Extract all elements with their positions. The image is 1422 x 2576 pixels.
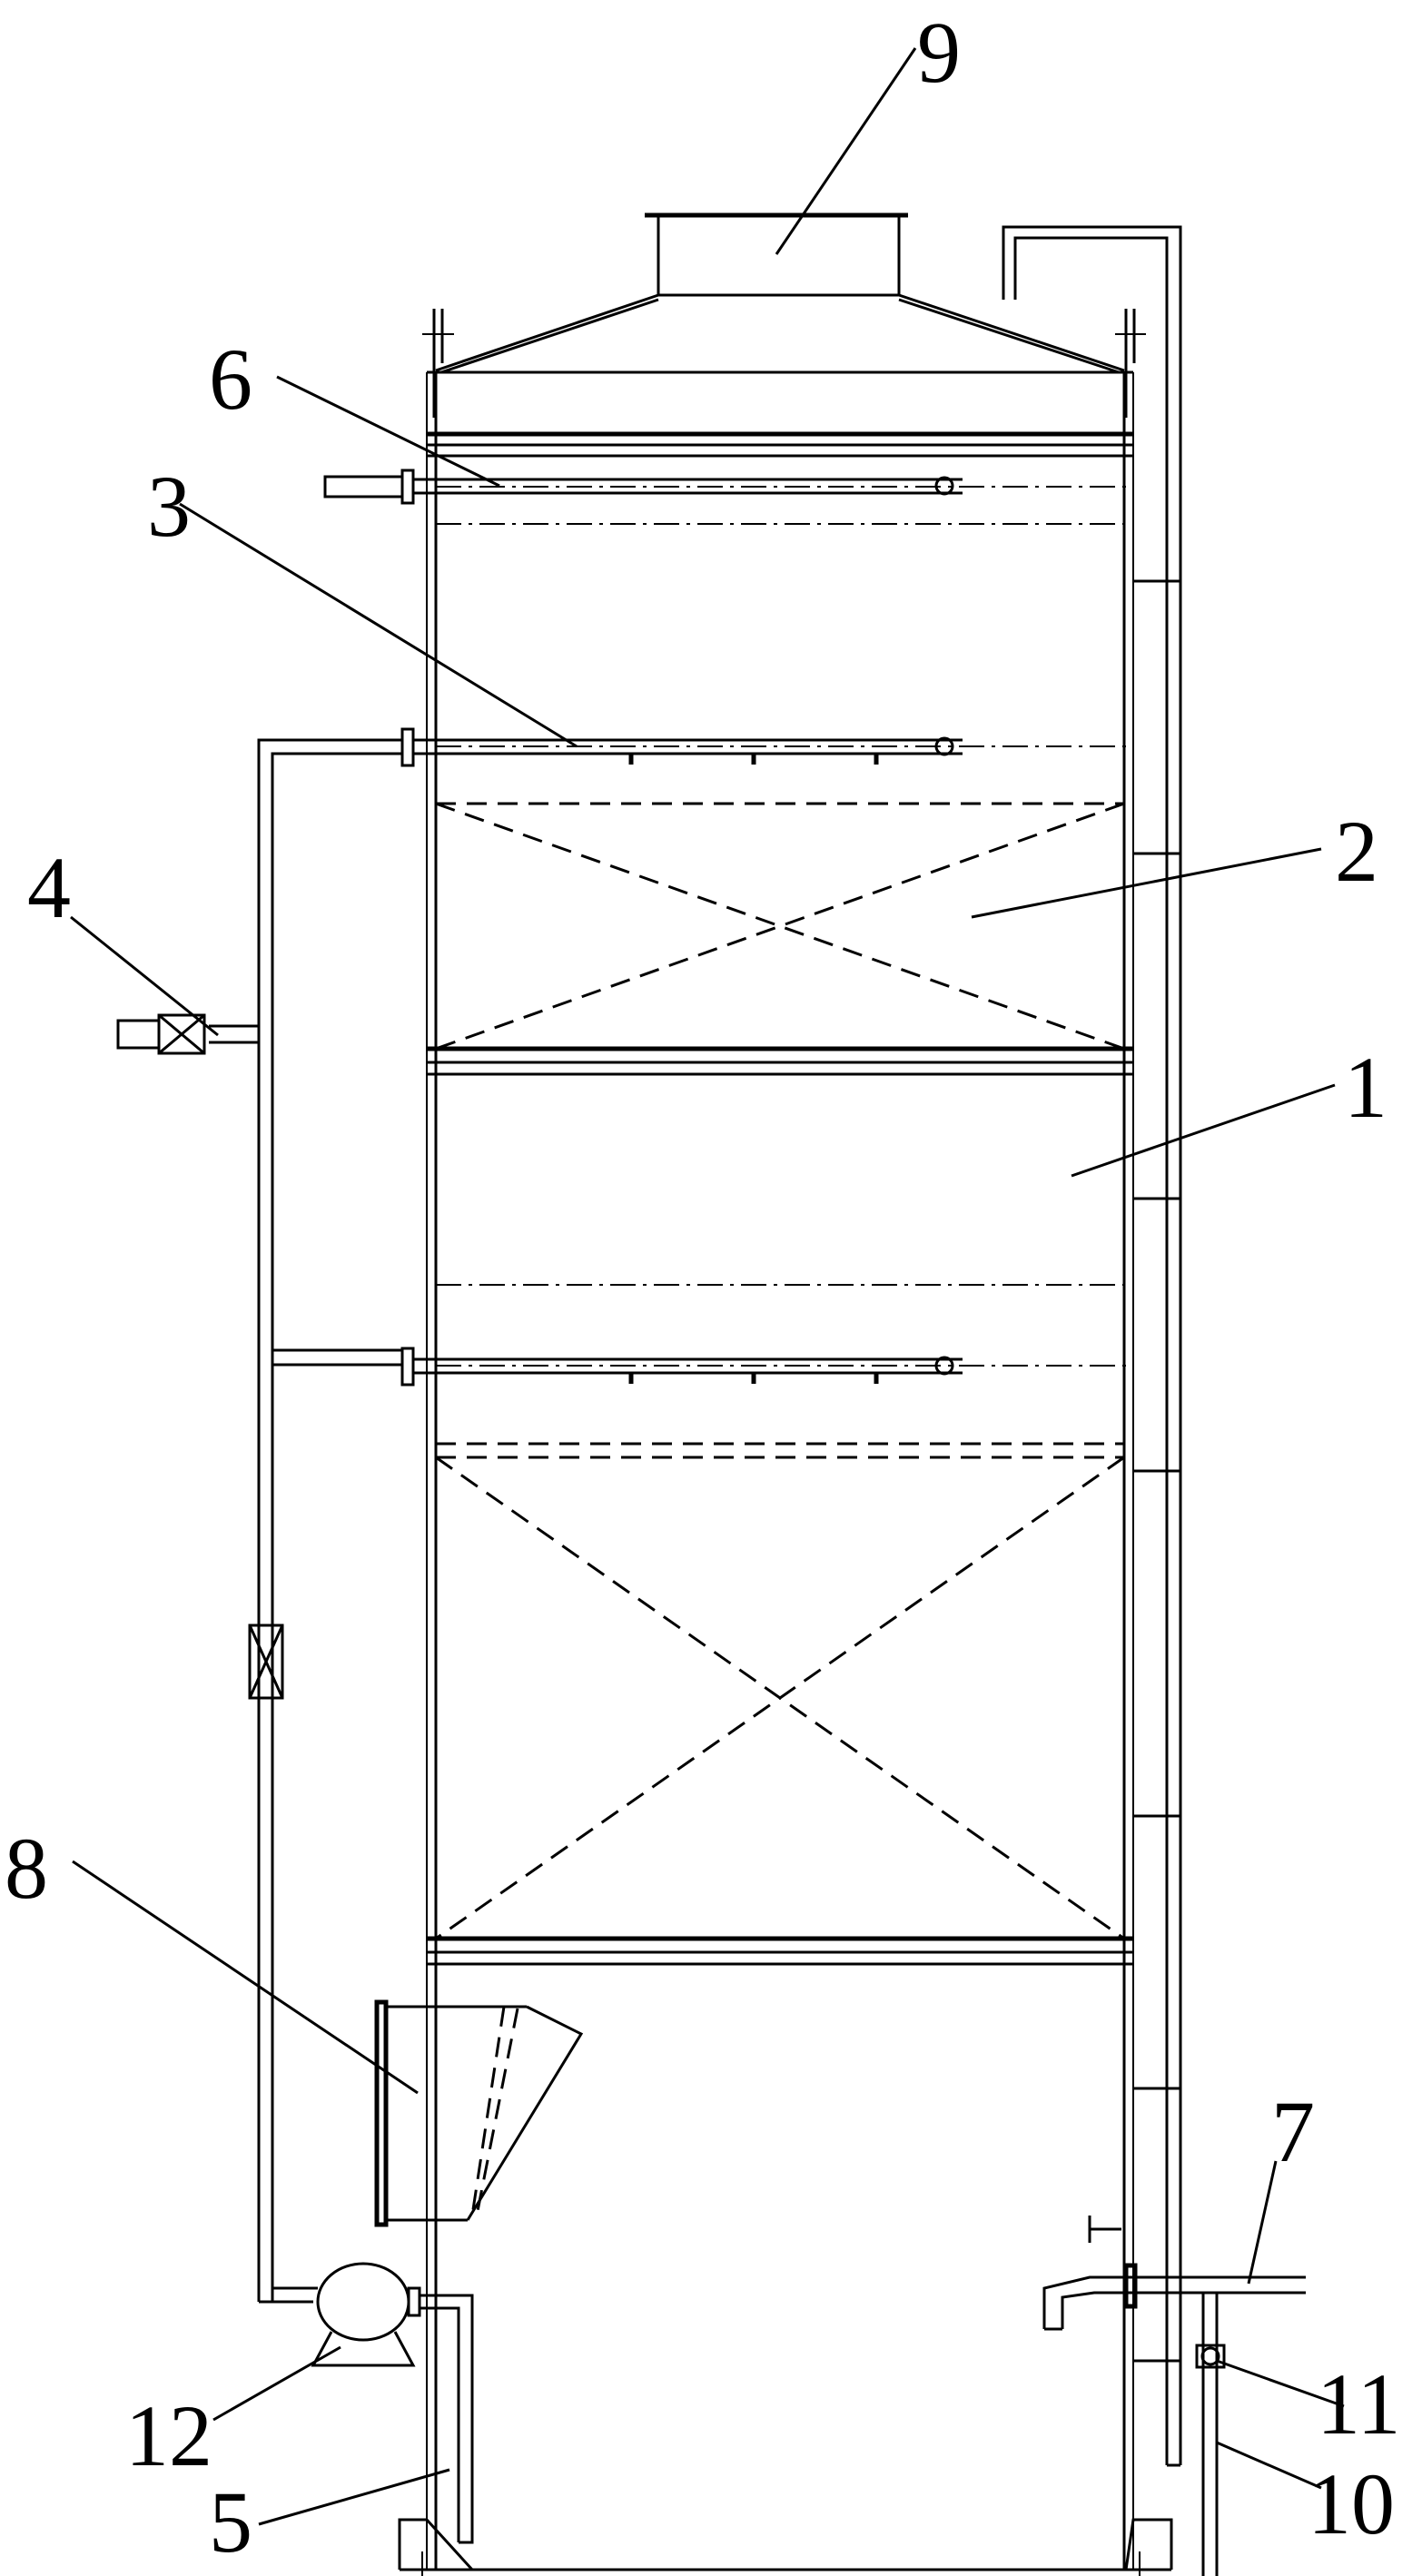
outlet-pipe-7 bbox=[1042, 2216, 1306, 2331]
circulation-piping bbox=[116, 738, 402, 2304]
spray-pipe-lower bbox=[400, 1347, 1126, 1387]
spray-pipe-6 bbox=[323, 469, 1126, 505]
top-cone-outlet bbox=[422, 212, 1146, 418]
side-overflow-pipe bbox=[1002, 225, 1182, 2467]
label-8: 8 bbox=[5, 1820, 48, 1917]
spray-pipe-3 bbox=[400, 727, 1126, 767]
packing-layer-upper bbox=[435, 802, 1125, 1051]
drain-pipe-10 bbox=[1195, 2293, 1226, 2576]
part-labels: 9 6 3 4 2 1 8 7 11 10 12 5 bbox=[5, 4, 1400, 2571]
label-3: 3 bbox=[147, 458, 191, 555]
label-2: 2 bbox=[1335, 803, 1378, 900]
label-7: 7 bbox=[1271, 2083, 1315, 2180]
leader-lines bbox=[70, 47, 1345, 2526]
support-rings bbox=[427, 431, 1133, 1966]
inline-valve bbox=[248, 1624, 284, 1700]
gas-inlet-8 bbox=[374, 1999, 584, 2227]
valve-11 bbox=[1195, 2344, 1226, 2369]
label-9: 9 bbox=[917, 4, 961, 101]
label-12: 12 bbox=[125, 2387, 212, 2484]
pump-12 bbox=[311, 2262, 421, 2367]
valve-4 bbox=[116, 1013, 206, 1055]
label-6: 6 bbox=[209, 331, 252, 428]
packing-layer-lower bbox=[435, 1442, 1125, 1940]
label-5: 5 bbox=[209, 2473, 252, 2571]
suction-pipe-5 bbox=[420, 2294, 474, 2544]
label-1: 1 bbox=[1344, 1039, 1387, 1136]
label-10: 10 bbox=[1308, 2455, 1395, 2552]
label-11: 11 bbox=[1317, 2355, 1400, 2453]
tower-shell bbox=[398, 372, 1173, 2576]
label-4: 4 bbox=[27, 839, 71, 936]
